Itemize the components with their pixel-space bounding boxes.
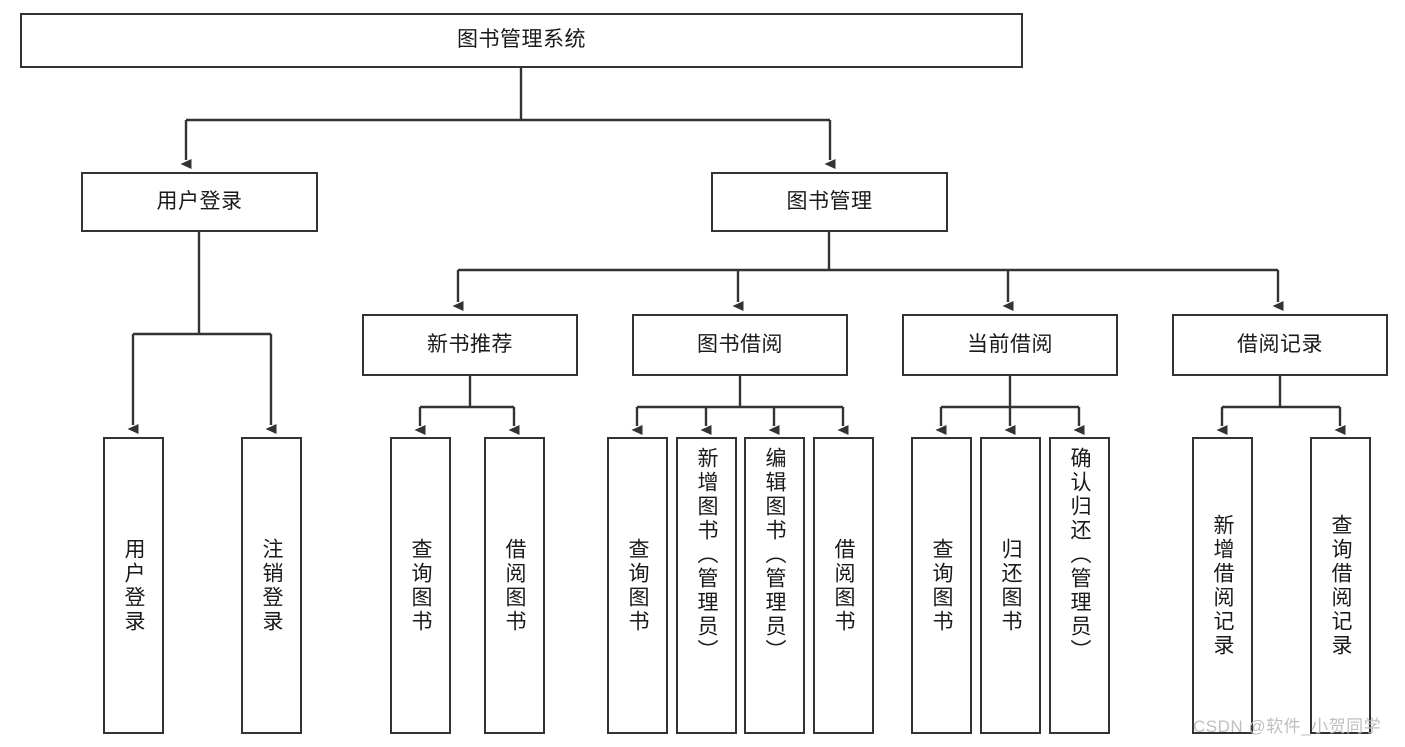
node-root[interactable]: 图书管理系统 — [20, 13, 1023, 68]
node-borrow-record[interactable]: 借阅记录 — [1172, 314, 1388, 376]
watermark-text: CSDN @软件_小贺同学 — [1193, 717, 1382, 736]
node-root-label: 图书管理系统 — [457, 28, 586, 52]
leaf-add-book-label: 新增图书（管理员） — [695, 447, 718, 663]
node-new-book-recommend-label: 新书推荐 — [427, 332, 513, 356]
leaf-logout-login-label: 注销登录 — [260, 537, 283, 634]
leaf-confirm-return[interactable]: 确认归还（管理员） — [1049, 437, 1110, 734]
node-user-login-label: 用户登录 — [156, 189, 243, 213]
leaf-user-login-label: 用户登录 — [122, 537, 145, 634]
node-book-manage-label: 图书管理 — [786, 189, 873, 213]
leaf-borrow-book-2-label: 借阅图书 — [832, 537, 855, 634]
node-book-manage[interactable]: 图书管理 — [711, 172, 948, 232]
leaf-add-record[interactable]: 新增借阅记录 — [1192, 437, 1253, 734]
leaf-borrow-book-2[interactable]: 借阅图书 — [813, 437, 874, 734]
leaf-borrow-book-1-label: 借阅图书 — [503, 537, 526, 634]
leaf-return-book-label: 归还图书 — [999, 537, 1022, 634]
leaf-edit-book[interactable]: 编辑图书（管理员） — [744, 437, 805, 734]
leaf-edit-book-label: 编辑图书（管理员） — [763, 447, 786, 663]
leaf-confirm-return-label: 确认归还（管理员） — [1068, 447, 1091, 663]
leaf-borrow-book-1[interactable]: 借阅图书 — [484, 437, 545, 734]
leaf-query-record-label: 查询借阅记录 — [1329, 513, 1352, 658]
node-book-borrow-label: 图书借阅 — [697, 332, 783, 356]
node-user-login[interactable]: 用户登录 — [81, 172, 318, 232]
leaf-query-book-1[interactable]: 查询图书 — [390, 437, 451, 734]
leaf-logout-login[interactable]: 注销登录 — [241, 437, 302, 734]
leaf-return-book[interactable]: 归还图书 — [980, 437, 1041, 734]
node-book-borrow[interactable]: 图书借阅 — [632, 314, 848, 376]
leaf-query-book-3[interactable]: 查询图书 — [911, 437, 972, 734]
leaf-query-record[interactable]: 查询借阅记录 — [1310, 437, 1371, 734]
leaf-query-book-3-label: 查询图书 — [930, 537, 953, 634]
node-new-book-recommend[interactable]: 新书推荐 — [362, 314, 578, 376]
leaf-query-book-2[interactable]: 查询图书 — [607, 437, 668, 734]
leaf-user-login[interactable]: 用户登录 — [103, 437, 164, 734]
leaf-query-book-2-label: 查询图书 — [626, 537, 649, 634]
leaf-query-book-1-label: 查询图书 — [409, 537, 432, 634]
node-current-borrow[interactable]: 当前借阅 — [902, 314, 1118, 376]
leaf-add-book[interactable]: 新增图书（管理员） — [676, 437, 737, 734]
node-borrow-record-label: 借阅记录 — [1237, 332, 1323, 356]
leaf-add-record-label: 新增借阅记录 — [1211, 513, 1234, 658]
node-current-borrow-label: 当前借阅 — [967, 332, 1053, 356]
